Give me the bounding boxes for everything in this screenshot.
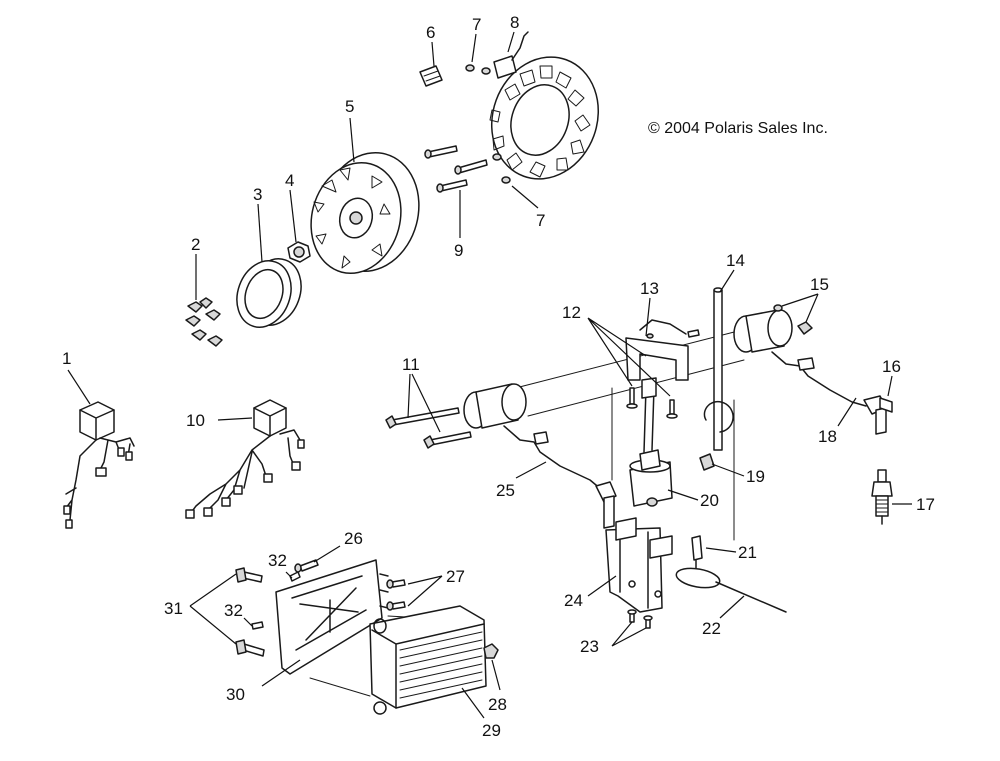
callout-1: 1: [62, 349, 71, 368]
callout-29: 29: [482, 721, 501, 740]
callout-5: 5: [345, 97, 354, 116]
callout-7-top: 7: [472, 15, 481, 34]
part-24-mount-bracket: [605, 517, 673, 613]
callout-21: 21: [738, 543, 757, 562]
part-7-screw-top: [465, 64, 491, 75]
callout-30: 30: [226, 685, 245, 704]
part-9-bolts: [424, 145, 511, 193]
part-20-throttle-switch: [629, 377, 673, 507]
callout-9: 9: [454, 241, 463, 260]
callout-labels: 1 2 3 4 5 6 7 8 7 9 10 11 12 13 14 15 16…: [62, 13, 935, 740]
part-10-relay-harness: [185, 399, 305, 519]
part-17-spark-plug: [871, 469, 893, 525]
callout-12: 12: [562, 303, 581, 322]
callout-11: 11: [402, 355, 420, 374]
callout-8: 8: [510, 13, 519, 32]
callout-28: 28: [488, 695, 507, 714]
callout-26: 26: [344, 529, 363, 548]
part-31-bolts: [235, 567, 265, 657]
callout-20: 20: [700, 491, 719, 510]
callout-18: 18: [818, 427, 837, 446]
part-3-starter-cup: [236, 258, 302, 328]
callout-27: 27: [446, 567, 465, 586]
alignment-lines: [309, 329, 745, 697]
part-32-pins: [251, 571, 301, 630]
callout-15: 15: [810, 275, 829, 294]
callout-23: 23: [580, 637, 599, 656]
part-21-fitting: [691, 535, 703, 569]
part-15-screw-nut: [773, 304, 813, 335]
part-29-ecu-box: [369, 605, 487, 715]
part-28-nut: [483, 643, 499, 659]
callout-4: 4: [285, 171, 294, 190]
part-23-screws: [627, 609, 653, 629]
callout-2: 2: [191, 235, 200, 254]
callout-32-bottom: 32: [224, 601, 243, 620]
part-2-bolts: [185, 297, 223, 347]
part-8-stator: [489, 31, 600, 180]
callout-7-bottom: 7: [536, 211, 545, 230]
part-1-relay-harness: [63, 401, 135, 529]
leader-lines: [67, 31, 912, 719]
callout-19: 19: [746, 467, 765, 486]
part-16-spark-plug-boot: [879, 397, 893, 413]
callout-3: 3: [253, 185, 262, 204]
part-18-ignition-coil: [733, 309, 887, 435]
part-12-pins: [626, 387, 678, 419]
part-11-bolts: [385, 407, 472, 449]
part-4-nut: [287, 241, 311, 263]
part-19-fitting: [699, 453, 715, 471]
callout-13: 13: [640, 279, 659, 298]
part-25-ignition-coil: [463, 383, 617, 529]
callout-16: 16: [882, 357, 901, 376]
callout-22: 22: [702, 619, 721, 638]
part-26-screw: [294, 559, 319, 573]
part-22-cable-disc: [675, 567, 787, 613]
copyright-text: © 2004 Polaris Sales Inc.: [648, 120, 828, 137]
callout-17: 17: [916, 495, 935, 514]
callout-31: 31: [164, 599, 183, 618]
part-13-bracket: [625, 319, 700, 381]
callout-14: 14: [726, 251, 745, 270]
callout-32-top: 32: [268, 551, 287, 570]
part-5-flywheel: [310, 151, 420, 275]
callout-24: 24: [564, 591, 583, 610]
part-14-cable: [703, 287, 734, 451]
callout-10: 10: [186, 411, 205, 430]
part-27-screws: [386, 579, 406, 611]
part-6-connector-clip: [419, 65, 443, 87]
part-30-bracket: [275, 559, 389, 675]
callout-6: 6: [426, 23, 435, 42]
callout-25: 25: [496, 481, 515, 500]
